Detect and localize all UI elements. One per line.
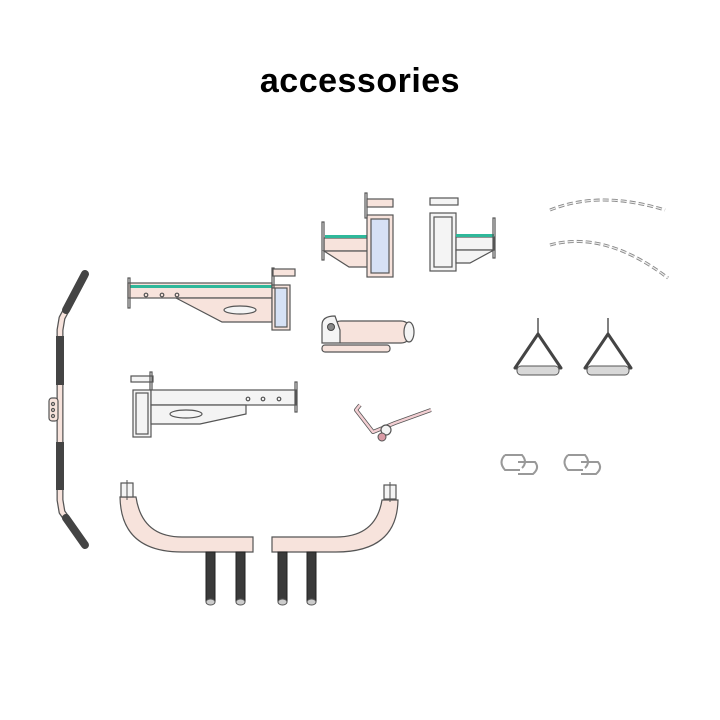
- pins: [205, 551, 317, 606]
- j-hook-right: [271, 482, 399, 553]
- cable-handle-right: [583, 318, 633, 376]
- t-bar-row-handle: [354, 403, 432, 442]
- page-title: accessories: [259, 62, 461, 100]
- spotter-arm-left: [127, 267, 296, 331]
- multi-grip-bar: [48, 270, 89, 549]
- j-cup-right: [429, 197, 496, 272]
- j-hook-left: [119, 480, 254, 553]
- j-cup-left: [321, 192, 394, 278]
- cable-handle-left: [513, 318, 563, 376]
- landmine-attachment: [321, 315, 415, 353]
- carabiner-clips: [500, 454, 602, 475]
- chains: [549, 198, 669, 280]
- spotter-arm-right: [130, 371, 298, 438]
